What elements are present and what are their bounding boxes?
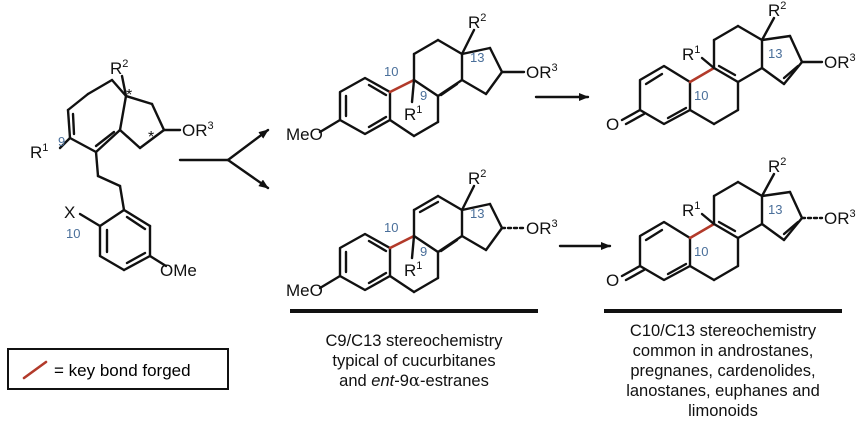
substrate-x-label: X	[64, 203, 75, 222]
substrate-r2-label: R2	[110, 58, 128, 78]
bottom-intermediate-c10: 10	[384, 220, 398, 235]
bond	[150, 102, 166, 132]
legend-key-bond-icon	[22, 360, 48, 380]
bond	[110, 78, 128, 98]
middle-caption: C9/C13 stereochemistry typical of cucurb…	[326, 332, 504, 390]
top-intermediate-c10: 10	[384, 64, 398, 79]
double-bond	[125, 251, 147, 265]
right-caption-line: lanostanes, euphanes and	[626, 382, 820, 400]
middle-caption-line: C9/C13 stereochemistry	[326, 332, 504, 350]
bond	[86, 78, 114, 96]
bond	[94, 150, 100, 178]
bottom-product-r1: R1	[682, 200, 700, 220]
right-caption-line: common in androstanes,	[633, 342, 814, 360]
bond	[94, 128, 122, 154]
right-caption: C10/C13 stereochemistry common in andros…	[626, 322, 820, 420]
key-bond	[388, 234, 416, 250]
bond	[98, 208, 126, 228]
bond	[118, 128, 142, 150]
substrate-c10-number: 10	[66, 226, 80, 241]
middle-caption-line: typical of cucurbitanes	[332, 352, 495, 370]
legend-text: = key bond forged	[54, 361, 191, 380]
stereocenter-star: *	[126, 87, 132, 104]
bond	[66, 108, 72, 140]
substrate-ome-label: OMe	[160, 261, 197, 280]
bond	[120, 74, 128, 98]
top-intermediate-molecule: R2 13 OR3 10 9 R1 MeO	[286, 12, 558, 144]
right-caption-line: C10/C13 stereochemistry	[630, 322, 817, 340]
bottom-intermediate-c13: 13	[470, 206, 484, 221]
bottom-intermediate-r1: R1	[404, 260, 422, 280]
substrate-c9-number: 9	[58, 134, 65, 149]
bond	[96, 174, 122, 188]
middle-caption-line: and ent-9α-estranes	[339, 371, 489, 390]
bond	[148, 254, 168, 268]
bottom-product-c10: 10	[694, 244, 708, 259]
bottom-intermediate-molecule: R2 13 OR3 10 9 R1 MeO	[286, 168, 558, 300]
key-bond	[388, 78, 416, 94]
bottom-intermediate-c9: 9	[420, 244, 427, 259]
double-bond	[71, 112, 76, 136]
bond	[138, 128, 166, 150]
bond	[122, 208, 152, 228]
legend-box	[7, 348, 229, 390]
double-bond	[94, 130, 116, 148]
right-caption-line: limonoids	[688, 402, 758, 420]
right-caption-line: pregnanes, cardenolides,	[630, 362, 815, 380]
substrate-molecule: R2 OR3 R1 9 X 10 OMe * *	[30, 58, 214, 280]
top-intermediate-r2: R2	[468, 12, 486, 32]
bottom-product-molecule: R2 13 OR3 R1 10 O	[606, 156, 856, 290]
top-product-c10: 10	[694, 88, 708, 103]
bond	[66, 92, 90, 112]
top-intermediate-or3: OR3	[526, 62, 558, 82]
bottom-product-c13: 13	[768, 202, 782, 217]
top-product-c13: 13	[768, 46, 782, 61]
bond	[78, 212, 102, 228]
stereocenter-star: *	[148, 129, 154, 146]
bond	[118, 184, 126, 212]
top-product-r2: R2	[768, 0, 786, 20]
top-intermediate-r1: R1	[404, 104, 422, 124]
bottom-product-oxygen: O	[606, 271, 619, 290]
double-bond	[125, 215, 147, 231]
top-product-r1: R1	[682, 44, 700, 64]
top-product-or3: OR3	[824, 52, 856, 72]
top-intermediate-meo: MeO	[286, 125, 323, 144]
bottom-intermediate-r2: R2	[468, 168, 486, 188]
bond	[124, 94, 154, 106]
top-intermediate-c13: 13	[470, 50, 484, 65]
bond	[122, 254, 152, 272]
bottom-product-or3: OR3	[824, 208, 856, 228]
substrate-or3-label: OR3	[182, 120, 214, 140]
divergent-arrow	[178, 128, 270, 190]
key-bond	[688, 66, 716, 84]
key-bond	[688, 222, 716, 240]
bottom-product-r2: R2	[768, 156, 786, 176]
bond	[68, 136, 98, 154]
top-product-oxygen: O	[606, 115, 619, 134]
bottom-intermediate-meo: MeO	[286, 281, 323, 300]
top-product-molecule: R2 13 OR3 R1 10 O	[606, 0, 856, 134]
bottom-intermediate-or3: OR3	[526, 218, 558, 238]
substrate-r1-label: R1	[30, 142, 48, 162]
bond	[118, 94, 128, 132]
bond	[98, 254, 126, 272]
top-intermediate-c9: 9	[420, 88, 427, 103]
bond	[58, 136, 72, 150]
